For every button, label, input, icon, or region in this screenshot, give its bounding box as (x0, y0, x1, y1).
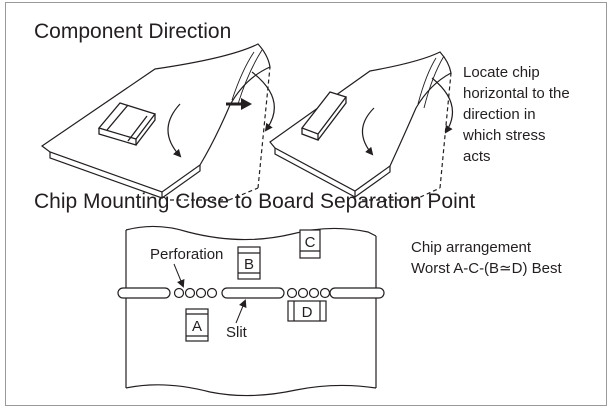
chip-d-label: D (302, 304, 313, 321)
figure-frame (5, 2, 607, 406)
slit-pointer-icon (235, 299, 247, 324)
note-line: direction in (463, 106, 536, 123)
stress-arrow-icon (251, 71, 275, 132)
chip-vertical (97, 102, 157, 146)
stress-arrow-icon (167, 103, 182, 158)
note-line: Worst A-C-(B≃D) Best (411, 260, 562, 277)
chip-c (299, 229, 321, 259)
chip-b (237, 246, 261, 280)
chip-arrangement-note: Chip arrangement Worst A-C-(B≃D) Best (411, 237, 601, 279)
note-line: Locate chip (463, 64, 540, 81)
note-line: which stress (463, 127, 546, 144)
section-title-separation-point: Chip Mounting Close to Board Separation … (34, 190, 476, 213)
slit-label: Slit (226, 324, 248, 341)
note-line: Chip arrangement (411, 239, 532, 256)
chip-c-label: C (305, 234, 316, 251)
chip-d (287, 300, 327, 322)
section-title-component-direction: Component Direction (34, 20, 232, 43)
component-direction-note: Locate chip horizontal to the direction … (463, 62, 603, 167)
board-illustration-after (269, 51, 454, 201)
board-illustration-before (40, 43, 275, 201)
chip-a-label: A (192, 318, 202, 335)
stress-arrow-icon (431, 77, 454, 134)
note-line: acts (463, 148, 491, 165)
perforation-pointer-icon (173, 263, 185, 288)
right-arrow-icon (226, 98, 252, 110)
stress-arrow-icon (361, 107, 375, 156)
chip-a (185, 308, 209, 342)
slit (117, 287, 385, 299)
separation-board (125, 225, 377, 397)
chip-horizontal (300, 91, 348, 141)
perforation-holes (173, 287, 331, 299)
chip-b-label: B (244, 256, 254, 273)
perforation-label: Perforation (150, 246, 223, 263)
note-line: horizontal to the (463, 85, 570, 102)
